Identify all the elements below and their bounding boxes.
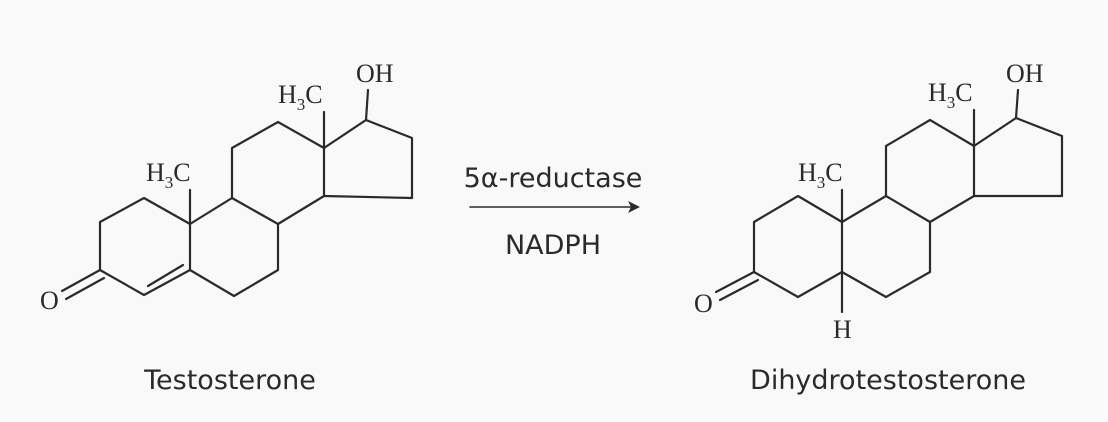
dht-ring-d bbox=[972, 116, 1064, 198]
dht-methyl-left-label: H3C bbox=[798, 158, 843, 192]
dht-hydroxyl-bond bbox=[1014, 88, 1020, 120]
testosterone-hydroxyl-bond bbox=[364, 88, 370, 122]
methyl-h: H bbox=[278, 80, 297, 109]
testosterone-c4-c5-double-bond bbox=[146, 263, 185, 288]
dht-methyl-top-label: H3C bbox=[928, 78, 973, 112]
cofactor-label: NADPH bbox=[505, 230, 601, 261]
arrow-head bbox=[628, 201, 640, 213]
dht-ketone-bond-1 bbox=[714, 270, 756, 294]
testosterone-methyl-top-label: H3C bbox=[278, 80, 323, 114]
dht-hydroxyl-label: OH bbox=[1006, 59, 1044, 88]
testosterone-ring-c bbox=[230, 120, 326, 226]
methyl-h: H bbox=[798, 158, 817, 187]
methyl-subscript: 3 bbox=[817, 173, 826, 192]
testosterone-ketone-bond-2 bbox=[64, 276, 106, 301]
testosterone-hydroxyl-label: OH bbox=[356, 59, 394, 88]
dht-ring-c bbox=[884, 118, 976, 224]
testosterone-ketone-bond-1 bbox=[60, 268, 102, 293]
methyl-c: C bbox=[955, 78, 972, 107]
testosterone-ring-b bbox=[188, 196, 280, 298]
dht-ketone-oxygen: O bbox=[694, 289, 713, 318]
dht-ring-b bbox=[840, 194, 932, 299]
methyl-subscript: 3 bbox=[947, 93, 956, 112]
methyl-c: C bbox=[305, 80, 322, 109]
dht-ring-a bbox=[752, 194, 844, 299]
methyl-subscript: 3 bbox=[165, 173, 174, 192]
testosterone-ring-d bbox=[322, 118, 414, 200]
methyl-h: H bbox=[146, 158, 165, 187]
methyl-subscript: 3 bbox=[297, 95, 306, 114]
reaction-arrow bbox=[469, 201, 640, 213]
methyl-h: H bbox=[928, 78, 947, 107]
testosterone-caption: Testosterone bbox=[143, 365, 316, 396]
methyl-c: C bbox=[825, 158, 842, 187]
dihydrotestosterone-structure: O H3C H3C OH H bbox=[694, 59, 1064, 344]
testosterone-structure: O H3C H3C OH bbox=[40, 59, 414, 315]
dht-alpha-hydrogen-label: H bbox=[833, 315, 852, 344]
methyl-c: C bbox=[173, 158, 190, 187]
testosterone-ring-a bbox=[98, 196, 192, 297]
dihydrotestosterone-caption: Dihydrotestosterone bbox=[750, 365, 1026, 396]
dht-ketone-bond-2 bbox=[718, 278, 760, 302]
enzyme-label: 5α-reductase bbox=[464, 163, 643, 194]
testosterone-methyl-left-label: H3C bbox=[146, 158, 191, 192]
testosterone-ketone-oxygen: O bbox=[40, 286, 59, 315]
